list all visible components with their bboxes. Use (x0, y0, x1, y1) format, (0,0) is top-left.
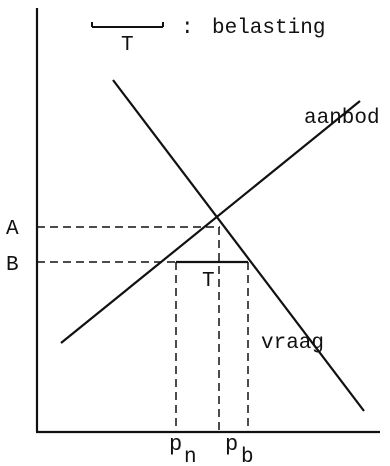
price-label-pb-main: p (225, 432, 238, 457)
y-label-B: B (6, 254, 19, 277)
legend-text: belasting (212, 17, 325, 40)
y-label-A: A (6, 218, 19, 241)
tax-wedge-label: T (202, 270, 215, 293)
legend-tax-symbol: T (121, 34, 134, 57)
supply-label: aanbod (304, 107, 380, 130)
price-label-pn: p n (169, 432, 197, 466)
legend: T : belasting (91, 17, 325, 57)
price-label-pn-sub: n (184, 446, 197, 466)
price-label-pn-main: p (169, 432, 182, 457)
demand-label: vraag (261, 332, 324, 355)
demand-curve (112, 79, 365, 412)
supply-curve (60, 100, 361, 344)
legend-colon: : (181, 17, 194, 40)
guide-lines (37, 226, 249, 432)
price-label-pb: p b (225, 432, 254, 466)
price-label-pb-sub: b (241, 446, 254, 466)
